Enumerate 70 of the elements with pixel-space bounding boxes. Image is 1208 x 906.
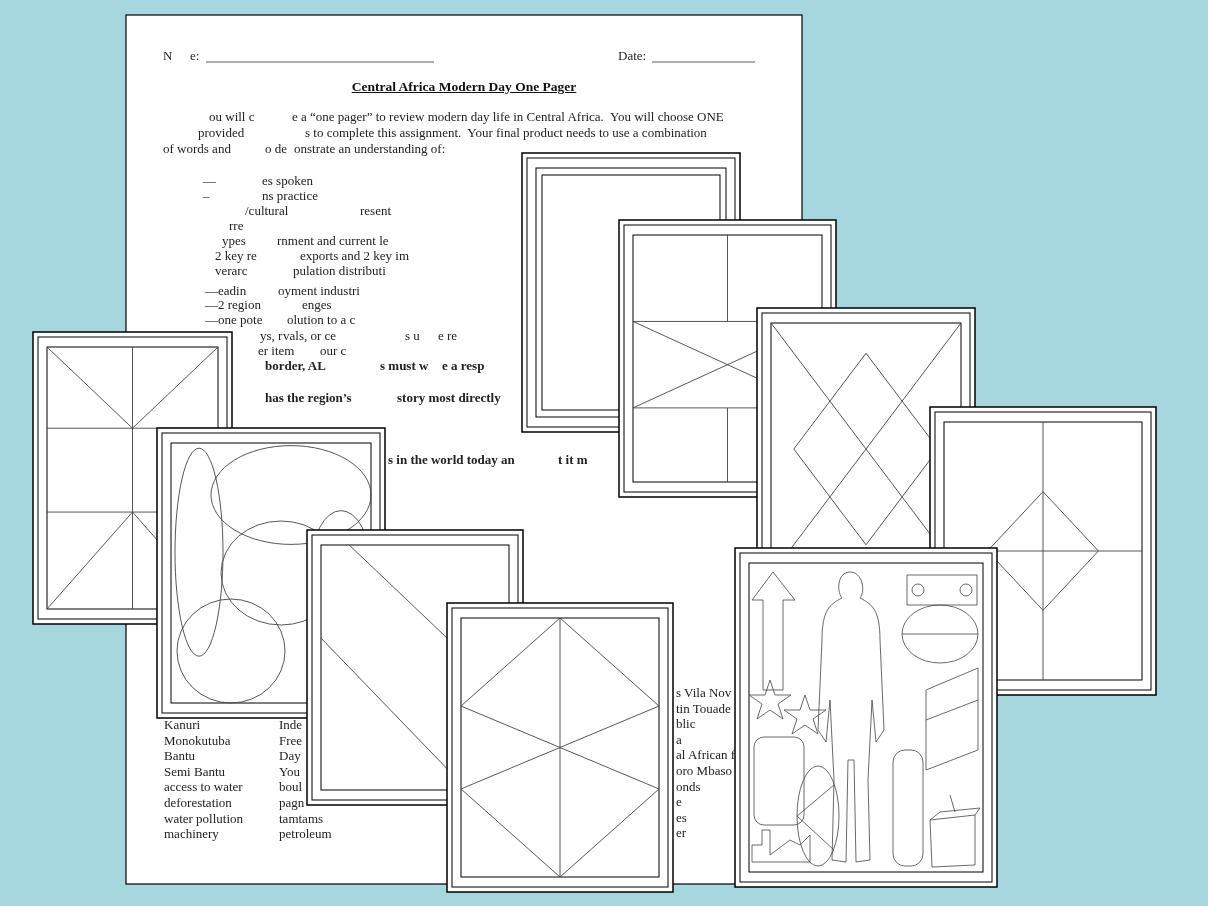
worksheet-text: provided bbox=[198, 125, 245, 140]
worksheet-text: has the region’s bbox=[265, 390, 352, 405]
worksheet-text: ypes bbox=[222, 233, 246, 248]
word-bank-entry: machinery bbox=[164, 826, 219, 842]
word-bank-entry: petroleum bbox=[279, 826, 332, 842]
word-bank-entry: Semi Bantu bbox=[164, 763, 226, 779]
worksheet-text: e: bbox=[190, 48, 200, 63]
worksheet-text: oyment industri bbox=[278, 283, 360, 298]
worksheet-text: s u bbox=[405, 328, 420, 343]
worksheet-text: pulation distributi bbox=[293, 263, 386, 278]
word-bank-entry: tamtams bbox=[279, 810, 324, 826]
worksheet-text: ys, r bbox=[260, 328, 283, 343]
worksheet-text: e a resp bbox=[442, 358, 485, 373]
worksheet-text: s in the world today an bbox=[388, 452, 515, 467]
worksheet-text: — bbox=[203, 173, 216, 188]
worksheet-text: vals, or ce bbox=[283, 328, 337, 343]
worksheet-text: es spoken bbox=[262, 173, 313, 188]
worksheet-text: er item bbox=[258, 343, 295, 358]
word-bank-entry: Free bbox=[279, 732, 303, 748]
worksheet-text: eadin bbox=[218, 283, 247, 298]
word-bank-entry: Inde bbox=[279, 717, 303, 732]
worksheet-text: — bbox=[205, 283, 218, 298]
word-bank-entry: water pollution bbox=[164, 810, 244, 826]
worksheet-text: /cultural bbox=[245, 203, 289, 218]
word-bank-entry: blic bbox=[676, 716, 696, 732]
worksheet-text: e a “one pager” to review modern day life in Central Africa. You will choose ONE bbox=[292, 109, 724, 124]
worksheet-text: of words and bbox=[163, 141, 231, 156]
word-bank-entry: er bbox=[676, 825, 687, 841]
worksheet-text: verarc bbox=[215, 263, 248, 278]
worksheet-text: exports and 2 key im bbox=[300, 248, 410, 263]
worksheet-text: o de bbox=[265, 141, 288, 156]
word-bank-entry: Bantu bbox=[164, 748, 196, 764]
word-bank-entry: al African f bbox=[676, 747, 736, 763]
worksheet-text: border, AL bbox=[265, 358, 326, 373]
word-bank-entry: es bbox=[676, 809, 687, 825]
word-bank-entry: oro Mbaso bbox=[676, 763, 732, 778]
worksheet-text: onstrate an understanding of: bbox=[294, 141, 446, 156]
worksheet-text: N bbox=[163, 48, 173, 63]
word-bank-entry: boul bbox=[279, 779, 303, 795]
word-bank-entry: You bbox=[279, 763, 301, 779]
worksheet-text: —one pote bbox=[205, 312, 263, 327]
worksheet-text: 2 key re bbox=[215, 248, 257, 263]
worksheet-text: e re bbox=[438, 328, 458, 343]
worksheet-text: resent bbox=[360, 203, 392, 218]
worksheet-title: Central Africa Modern Day One Pager bbox=[350, 79, 578, 95]
worksheet-text: – bbox=[203, 188, 210, 203]
worksheet-text: Date: bbox=[618, 48, 647, 63]
worksheet-text: s must w bbox=[380, 358, 429, 373]
worksheet-text: ou will c bbox=[209, 109, 255, 124]
worksheet-text: story most directly bbox=[397, 390, 501, 405]
word-bank-entry: Day bbox=[279, 748, 301, 764]
worksheet-text: rre bbox=[229, 218, 244, 233]
word-bank-entry: Monokutuba bbox=[164, 732, 231, 748]
worksheet-text: —2 region bbox=[205, 297, 261, 312]
worksheet-text: ns practice bbox=[262, 188, 318, 203]
worksheet-text: enges bbox=[302, 297, 332, 312]
worksheet-text: s to complete this assignment. Your final product needs to use a combination bbox=[305, 125, 707, 140]
word-bank-entry: Kanuri bbox=[164, 717, 201, 732]
worksheet-text: olution to a c bbox=[287, 312, 356, 327]
word-bank-entry: s Vila Nov bbox=[676, 685, 732, 700]
word-bank-entry: a bbox=[676, 731, 682, 747]
word-bank-entry: deforestation bbox=[164, 795, 232, 810]
worksheet-text: t it m bbox=[558, 452, 588, 467]
word-bank-entry: onds bbox=[676, 778, 701, 794]
word-bank-entry: pagn bbox=[279, 795, 305, 810]
worksheet-text: rnment and current le bbox=[277, 233, 389, 248]
word-bank-entry: access to water bbox=[164, 779, 243, 795]
worksheet-text: our c bbox=[320, 343, 347, 358]
word-bank-entry: e bbox=[676, 794, 682, 810]
word-bank-entry: tin Touade bbox=[676, 700, 731, 716]
